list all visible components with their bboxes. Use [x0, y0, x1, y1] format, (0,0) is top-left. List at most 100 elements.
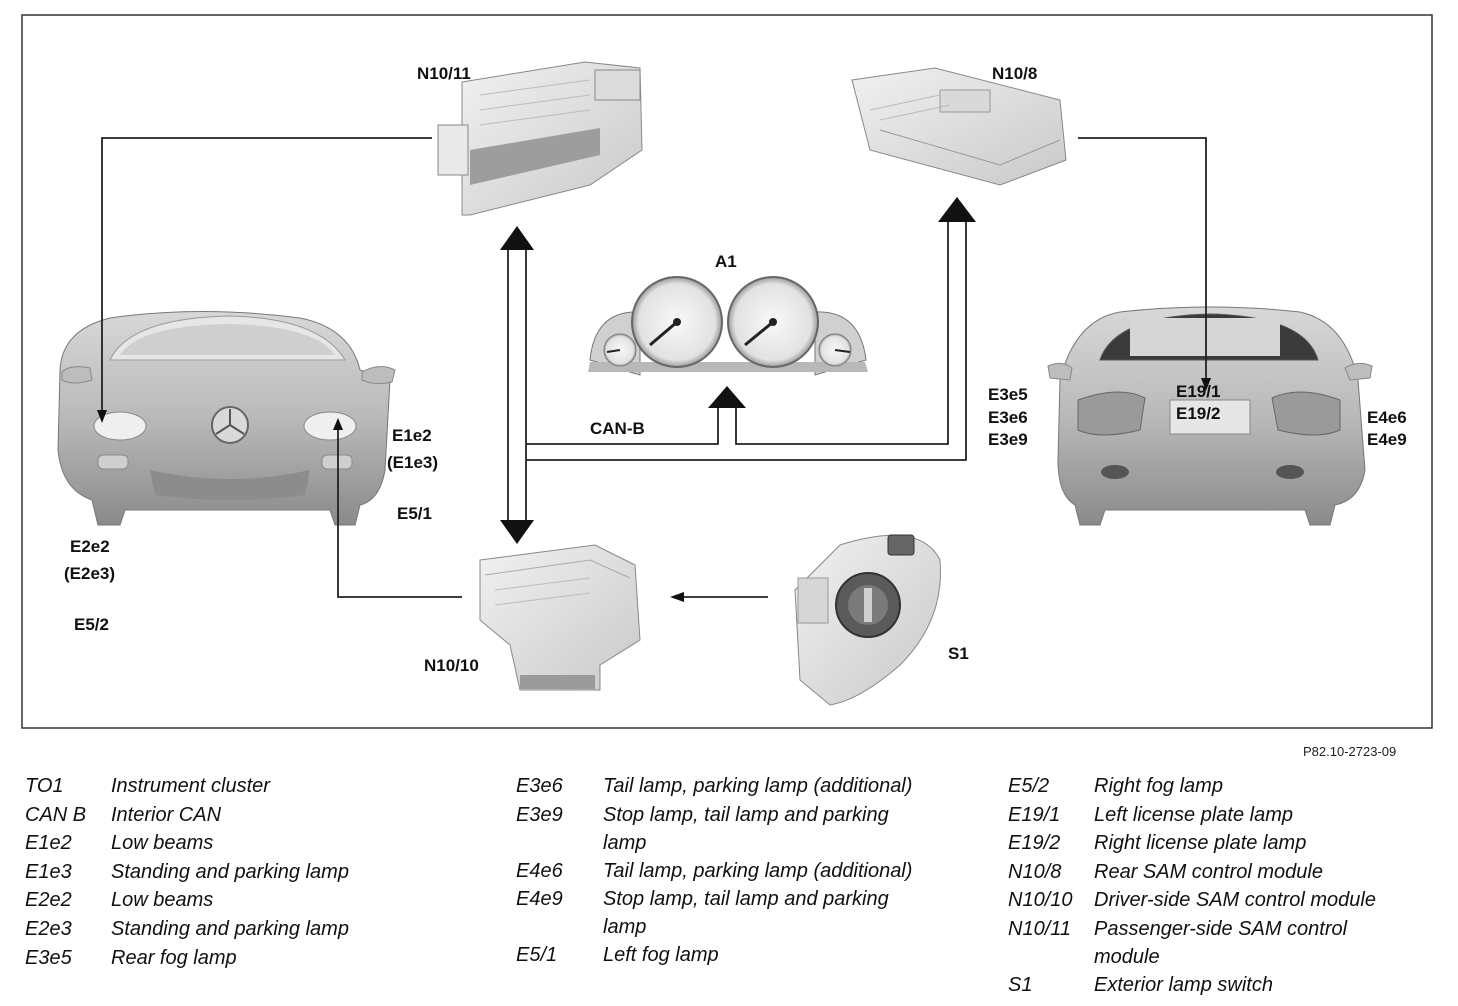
legend-value-line: lamp [603, 831, 647, 854]
arrowheads [97, 197, 1211, 602]
connection-lines [101, 137, 1207, 598]
arrowhead-e2e2 [333, 418, 343, 430]
legend-value: Exterior lamp switch [1094, 973, 1273, 996]
wiring-diagram [21, 14, 1433, 729]
label-n10-8: N10/8 [992, 64, 1038, 83]
label-e1e3: (E1e3) [387, 453, 439, 472]
legend-key: E3e9 [516, 803, 563, 826]
legend-value: Left license plate lamp [1094, 803, 1294, 826]
label-e3e9: E3e9 [988, 430, 1028, 449]
legend-value: Driver-side SAM control module [1094, 889, 1376, 912]
label-e19-2: E19/2 [1176, 404, 1221, 423]
legend-row: E1e3 Standing and parking lamp [25, 858, 349, 887]
a1-instrument-cluster-image [588, 276, 868, 376]
legend-key: E1e3 [25, 860, 72, 883]
legend-key: CAN B [25, 803, 87, 826]
legend-row: E5/2 Right fog lamp [1008, 772, 1376, 801]
legend-value: Standing and parking lamp [111, 917, 349, 940]
label-e5-1: E5/1 [397, 504, 432, 523]
legend-key: N10/11 [1008, 917, 1072, 940]
arrowhead-a1 [708, 386, 746, 408]
legend-value-line: module [1094, 945, 1160, 968]
legend-key: E5/1 [516, 944, 558, 967]
label-e4e6: E4e6 [1367, 408, 1407, 427]
legend-value-line: Stop lamp, tail lamp and parking [603, 803, 889, 826]
legend-value: Rear fog lamp [111, 946, 237, 969]
legend-row: E2e2 Low beams [25, 886, 349, 915]
label-e2e2: E2e2 [70, 537, 110, 556]
s1-switch-image [794, 534, 941, 706]
legend-row: N10/8 Rear SAM control module [1008, 858, 1376, 887]
legend-key: N10/8 [1008, 860, 1062, 883]
label-e4e9: E4e9 [1367, 430, 1407, 449]
can-bus-to-n10-8-outer [526, 222, 967, 461]
legend-key: E19/1 [1008, 803, 1061, 826]
label-s1: S1 [948, 644, 969, 663]
legend-value: Left fog lamp [603, 944, 719, 967]
legend-value-line: lamp [603, 916, 647, 939]
arrowhead-e19 [1201, 378, 1211, 391]
label-e3e5: E3e5 [988, 385, 1028, 404]
label-can-b: CAN-B [590, 419, 645, 438]
label-e1e2: E1e2 [392, 426, 432, 445]
n10-8-module-image [851, 67, 1067, 186]
arrowhead-n10-11 [500, 226, 534, 250]
label-n10-11: N10/11 [417, 64, 471, 83]
legend-key: E2e2 [25, 889, 72, 912]
legend-value: Low beams [111, 889, 214, 912]
arrowhead-n10-10 [670, 592, 684, 602]
legend-key: E19/2 [1008, 832, 1061, 855]
legend-row: CAN B Interior CAN [25, 801, 349, 830]
legend-value: Right license plate lamp [1094, 832, 1307, 855]
legend-value: Interior CAN [111, 803, 222, 826]
line-n10-11-to-e1e2 [101, 137, 432, 410]
label-e2e3: (E2e3) [64, 564, 116, 583]
legend-value: Rear SAM control module [1094, 860, 1323, 883]
legend-row: N10/11 Passenger-side SAM control module [1008, 915, 1376, 971]
legend-key: E3e5 [25, 946, 72, 969]
legend-row: E19/2 Right license plate lamp [1008, 829, 1376, 858]
label-e3e6: E3e6 [988, 408, 1028, 427]
legend-value: Standing and parking lamp [111, 860, 349, 883]
legend-row: E5/1 Left fog lamp [516, 941, 912, 970]
legend-row: E3e9 Stop lamp, tail lamp and parking lamp [516, 801, 912, 857]
legend-key: N10/10 [1008, 889, 1073, 912]
legend-value-line: Passenger-side SAM control [1094, 917, 1348, 940]
legend-value: Stop lamp, tail lamp and parking lamp [603, 801, 889, 857]
arrowhead-e1e2 [97, 410, 107, 423]
legend-row: E2e3 Standing and parking lamp [25, 915, 349, 944]
arrowhead-n10-10-can [500, 520, 534, 544]
legend-value: Tail lamp, parking lamp (additional) [603, 859, 913, 882]
legend-value: Tail lamp, parking lamp (additional) [603, 775, 913, 797]
legend-row: E19/1 Left license plate lamp [1008, 801, 1376, 830]
legend-value: Passenger-side SAM control module [1094, 915, 1347, 971]
front-car-image [57, 311, 396, 526]
label-e19-1: E19/1 [1176, 382, 1221, 401]
label-n10-10: N10/10 [424, 656, 479, 675]
legend-key: E5/2 [1008, 775, 1050, 797]
can-bus-to-n10-8-inner [735, 222, 949, 445]
can-bus-to-a1-left [526, 408, 719, 445]
legend-value: Low beams [111, 832, 214, 855]
line-n10-10-to-e2e2 [337, 430, 462, 598]
legend-value: Instrument cluster [111, 775, 270, 797]
rear-car-image [1047, 306, 1373, 526]
label-e5-2: E5/2 [74, 615, 109, 634]
label-a1: A1 [715, 252, 737, 271]
can-bus-vertical-left [507, 250, 527, 520]
diagram-frame [21, 14, 1433, 729]
legend-row: E3e5 Rear fog lamp [25, 944, 349, 973]
legend-column-3: E5/2 Right fog lamp E19/1 Left license pla… [1008, 772, 1376, 1000]
legend-key: E1e2 [25, 832, 72, 855]
n10-10-module-image [479, 544, 641, 691]
line-n10-8-to-e19 [1078, 137, 1207, 378]
legend-key: E2e3 [25, 917, 72, 940]
legend-value: Right fog lamp [1094, 775, 1223, 797]
